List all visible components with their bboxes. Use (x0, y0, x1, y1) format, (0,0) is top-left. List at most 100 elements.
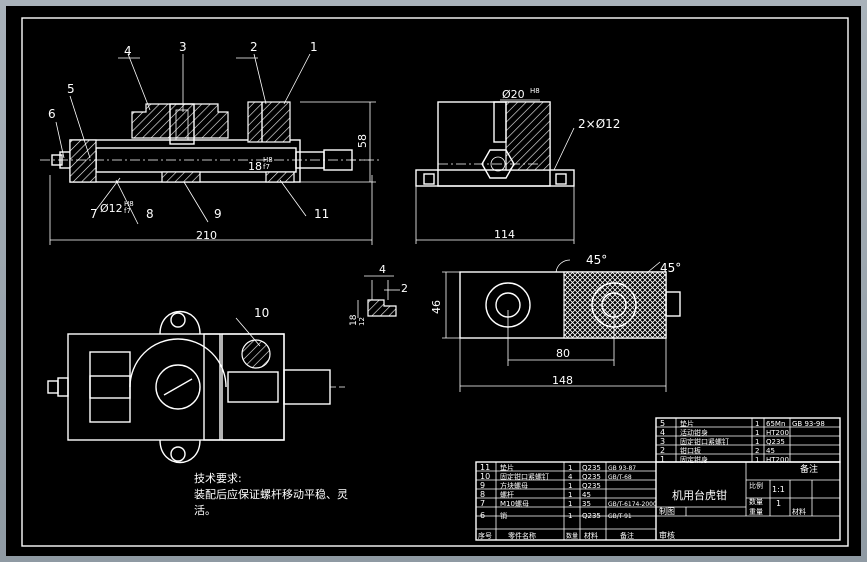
dim-phi20: Ø20 (502, 88, 525, 101)
bom-right-no: 1 (660, 455, 665, 464)
dim-18-detail: 18 (349, 314, 359, 326)
bom-left-std: GB 93-87 (608, 465, 636, 472)
bom-left-qty: 1 (568, 491, 572, 499)
bom-right-qty: 1 (755, 420, 759, 428)
dim-114: 114 (494, 228, 515, 241)
balloon-8: 8 (146, 207, 154, 221)
bom-left-qty: 1 (568, 500, 572, 508)
dim-18-fit2: f7 (263, 163, 270, 171)
front-section-view (40, 53, 380, 245)
dim-holes: 2×Ø12 (578, 117, 620, 131)
bom-left-qty: 1 (568, 482, 572, 490)
bom-left-qty: 1 (568, 464, 572, 472)
bom-left-header-qty: 数量 (566, 532, 578, 540)
title-qty-value: 1 (776, 499, 781, 508)
balloon-7: 7 (90, 207, 98, 221)
dim-2: 2 (401, 282, 408, 295)
bom-left-qty: 1 (568, 512, 572, 520)
bom-left-name: 螺杆 (500, 490, 514, 499)
bom-right-mat: 45 (766, 447, 775, 455)
tech-title: 技术要求: (194, 472, 242, 485)
title-weight-label: 重量 (749, 508, 763, 516)
bom-left-header-no: 序号 (478, 531, 492, 540)
balloon-1: 1 (310, 40, 318, 54)
bom-left-no: 9 (480, 481, 485, 490)
bom-left-mat: 35 (582, 500, 591, 508)
title-qty-label: 数量 (749, 497, 763, 506)
balloon-4: 4 (124, 44, 132, 58)
dim-80: 80 (556, 347, 570, 360)
dim-angle-2: 45° (660, 261, 681, 275)
dim-4: 4 (379, 263, 386, 276)
bom-right-std: GB 93-98 (792, 420, 825, 428)
side-view (415, 99, 575, 244)
dim-phi20-fit: H8 (530, 87, 540, 95)
title-mat-label: 材料 (792, 507, 806, 516)
tech-line-2: 活。 (194, 504, 216, 517)
bom-left-mat: 45 (582, 491, 591, 499)
bom-left-qty: 4 (568, 473, 573, 481)
bom-right-qty: 1 (755, 438, 759, 446)
bom-right-mat: HT200 (766, 456, 789, 464)
drawing-border (21, 17, 849, 547)
bom-left-mat: Q235 (582, 482, 601, 490)
bom-left-std: GB/T-91 (608, 513, 632, 520)
bom-left-no: 7 (480, 499, 485, 508)
bom-right-name: 固定钳身 (680, 455, 708, 464)
bom-left-mat: Q235 (582, 512, 601, 520)
bom-left-no: 8 (480, 490, 485, 499)
bom-right-mat: HT200 (766, 429, 789, 437)
dim-148: 148 (552, 374, 573, 387)
paper (6, 6, 861, 556)
bom-right-name: 钳口板 (680, 446, 701, 455)
dim-18: 18 (248, 160, 262, 173)
dim-46: 46 (430, 300, 443, 314)
title-scale-label: 比例 (749, 481, 763, 490)
dim-phi12-fit: H8 (124, 200, 134, 208)
dim-18-fit: H8 (263, 156, 273, 164)
dim-12-detail: 12 (358, 317, 366, 326)
tech-line-1: 装配后应保证螺杆移动平稳、灵 (194, 487, 348, 501)
bom-left-mat: Q235 (582, 473, 601, 481)
bom-right-mat: 65Mn (766, 420, 785, 428)
bom-left-no: 11 (480, 463, 490, 472)
bom-right-name: 垫片 (680, 419, 694, 428)
dim-phi12-fit2: f7 (124, 207, 131, 215)
bom-left-name: 垫片 (500, 463, 514, 472)
bom-left-std: GB/T-6174-2000 (608, 501, 657, 508)
title-scale-value: 1:1 (772, 485, 785, 494)
dim-58: 58 (356, 134, 369, 148)
bom-left-header-name: 零件名称 (508, 531, 536, 540)
plan-view (47, 310, 346, 464)
dim-angle-1: 45° (586, 253, 607, 267)
bom-right-name: 活动钳身 (680, 428, 708, 437)
bom-left-name: 方块螺母 (500, 481, 528, 490)
bom-left-std: GB/T-68 (608, 474, 632, 481)
bom-right-name: 固定钳口紧螺钉 (680, 437, 729, 446)
bom-right-qty: 1 (755, 429, 759, 437)
bom-right-no: 4 (660, 428, 665, 437)
detail-view (357, 275, 400, 318)
bom-right-no: 3 (660, 437, 665, 446)
bom-left-header-mat: 材料 (584, 531, 598, 540)
jaw-top-view (442, 259, 681, 392)
bom-right-no: 2 (660, 446, 665, 455)
bom-left-no: 10 (480, 472, 490, 481)
bom-right-no: 5 (660, 419, 665, 428)
dim-210: 210 (196, 229, 217, 242)
title-checked: 审核 (659, 530, 675, 540)
balloon-5: 5 (67, 82, 75, 96)
dim-phi12: Ø12 (100, 202, 123, 215)
title-note: 备注 (800, 463, 818, 475)
bom-right-mat: Q235 (766, 438, 785, 446)
balloon-2: 2 (250, 40, 258, 54)
bom-left-no: 6 (480, 511, 485, 520)
bom-left-name: 固定钳口紧螺钉 (500, 472, 549, 481)
balloon-11: 11 (314, 207, 329, 221)
bom-left-header-std: 备注 (620, 531, 634, 540)
balloon-9: 9 (214, 207, 222, 221)
bom-right-qty: 2 (755, 447, 759, 455)
